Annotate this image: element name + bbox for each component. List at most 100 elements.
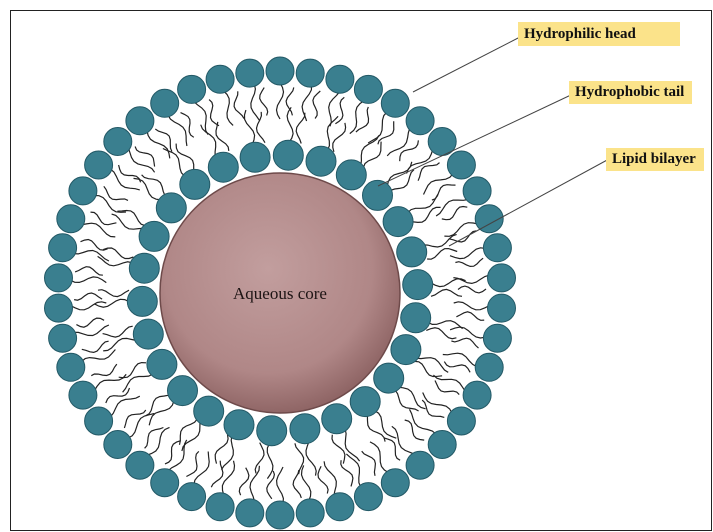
pointer-line-head	[413, 37, 520, 92]
inner-tail	[267, 444, 273, 479]
inner-lipid-head	[383, 207, 413, 237]
outer-lipid-head	[381, 469, 409, 497]
outer-tail	[94, 374, 126, 391]
inner-tail	[306, 441, 316, 475]
inner-lipid-head	[401, 303, 431, 333]
inner-lipid-head	[127, 286, 157, 316]
outer-lipid-head	[126, 451, 154, 479]
outer-lipid-head	[266, 501, 294, 529]
outer-lipid-head	[406, 107, 434, 135]
outer-lipid-head	[406, 451, 434, 479]
outer-lipid-head	[483, 234, 511, 262]
inner-lipid-head	[147, 349, 177, 379]
outer-tail	[313, 91, 320, 119]
outer-lipid-head	[69, 177, 97, 205]
outer-lipid-head	[475, 353, 503, 381]
inner-tail	[427, 249, 457, 260]
outer-lipid-head	[49, 324, 77, 352]
outer-tail	[455, 258, 483, 266]
outer-tail	[410, 409, 436, 434]
inner-tail	[201, 125, 216, 157]
outer-lipid-head	[104, 128, 132, 156]
outer-tail	[384, 438, 401, 461]
outer-tail	[433, 375, 465, 392]
outer-tail	[106, 388, 130, 403]
outer-lipid-head	[488, 294, 516, 322]
outer-tail	[104, 186, 128, 200]
inner-lipid-head	[322, 404, 352, 434]
inner-lipid-head	[129, 253, 159, 283]
outer-tail	[442, 207, 468, 220]
inner-tail	[333, 123, 346, 152]
outer-tail	[234, 91, 244, 118]
inner-tail	[215, 435, 228, 464]
inner-tail	[98, 256, 132, 265]
inner-tail	[431, 289, 462, 296]
inner-lipid-head	[363, 180, 393, 210]
outer-lipid-head	[85, 407, 113, 435]
outer-tail	[251, 85, 259, 121]
outer-tail	[75, 267, 103, 276]
outer-lipid-head	[296, 499, 324, 527]
outer-lipid-head	[236, 499, 264, 527]
outer-tail	[329, 92, 340, 127]
outer-lipid-head	[488, 264, 516, 292]
inner-lipid-head	[350, 387, 380, 417]
inner-tail	[216, 122, 229, 151]
inner-lipid-head	[240, 142, 270, 172]
outer-tail	[286, 87, 294, 115]
outer-tail	[91, 364, 117, 376]
outer-tail	[239, 468, 249, 496]
outer-lipid-head	[354, 75, 382, 103]
outer-lipid-head	[206, 493, 234, 521]
outer-lipid-head	[151, 469, 179, 497]
outer-tail	[341, 460, 353, 486]
outer-tail	[450, 231, 477, 242]
outer-lipid-head	[178, 75, 206, 103]
outer-tail	[70, 277, 106, 283]
outer-tail	[165, 441, 181, 464]
outer-lipid-head	[49, 234, 77, 262]
outer-tail	[335, 97, 344, 124]
outer-tail	[451, 338, 478, 348]
inner-lipid-head	[306, 146, 336, 176]
outer-tail	[293, 470, 301, 498]
outer-lipid-head	[483, 324, 511, 352]
inner-lipid-head	[257, 416, 287, 446]
inner-tail	[103, 338, 136, 351]
outer-tail	[356, 107, 369, 132]
lipid-bilayer-label: Lipid bilayer	[606, 148, 704, 171]
inner-lipid-head	[180, 169, 210, 199]
outer-tail	[181, 113, 194, 138]
inner-tail	[408, 194, 438, 212]
inner-tail	[176, 144, 194, 170]
inner-tail	[103, 326, 133, 337]
outer-tail	[168, 440, 187, 471]
outer-lipid-head	[236, 59, 264, 87]
outer-lipid-head	[428, 431, 456, 459]
inner-lipid-head	[397, 237, 427, 267]
outer-tail	[456, 312, 484, 321]
outer-tail	[407, 149, 433, 174]
inner-tail	[332, 435, 345, 464]
outer-tail	[223, 91, 233, 126]
outer-tail	[211, 461, 223, 488]
outer-lipid-head	[206, 65, 234, 93]
outer-tail	[436, 200, 468, 217]
outer-lipid-head	[447, 151, 475, 179]
outer-lipid-head	[69, 381, 97, 409]
outer-lipid-head	[354, 483, 382, 511]
inner-tail	[416, 358, 448, 373]
outer-tail	[378, 121, 394, 144]
outer-tail	[168, 115, 187, 146]
outer-tail	[443, 353, 477, 366]
inner-tail	[180, 419, 198, 445]
inner-tail	[98, 290, 129, 297]
outer-tail	[302, 465, 311, 501]
inner-lipid-head	[290, 414, 320, 444]
outer-tail	[194, 102, 208, 135]
outer-lipid-head	[151, 89, 179, 117]
inner-lipid-head	[273, 140, 303, 170]
outer-tail	[435, 381, 459, 395]
